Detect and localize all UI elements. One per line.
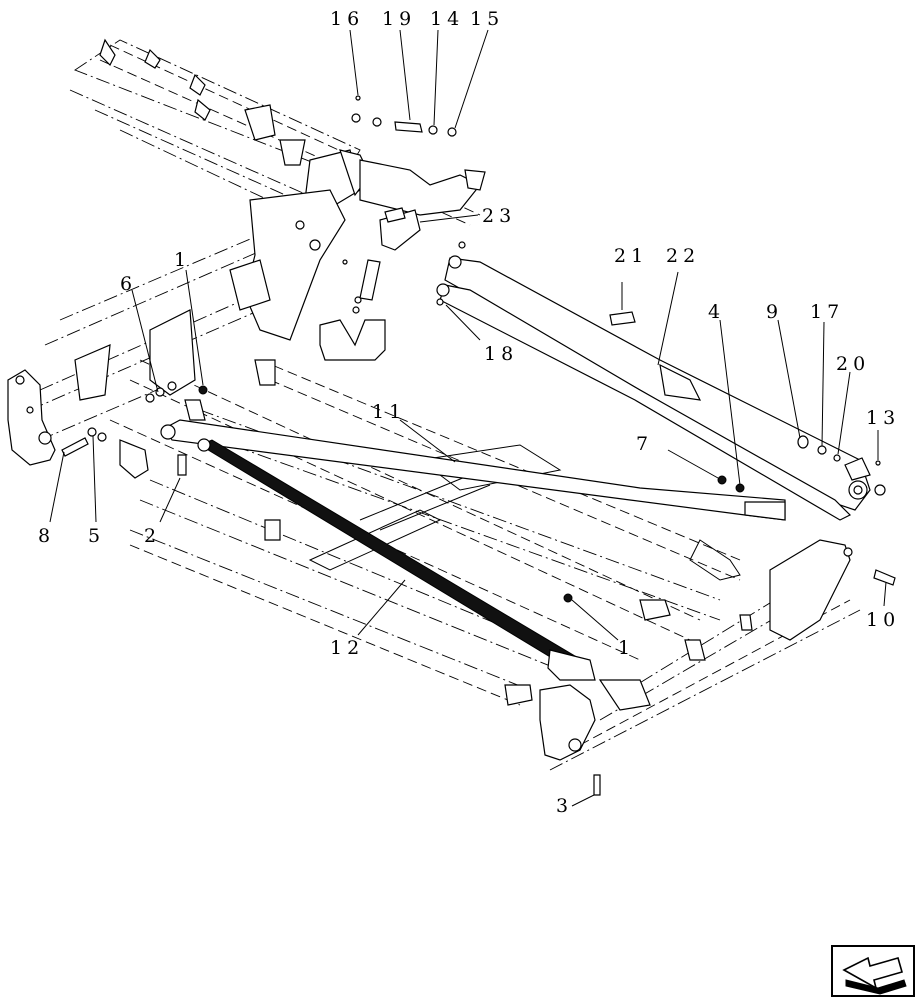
callout-21: 21 xyxy=(614,245,648,267)
part-22-wing-arm xyxy=(436,255,871,521)
callout-23: 23 xyxy=(482,205,516,227)
callout-6: 6 xyxy=(120,273,137,295)
center-hitch-bracket xyxy=(119,319,386,541)
page-nav-arrow-button[interactable] xyxy=(831,945,915,997)
part-21-decal xyxy=(609,311,636,326)
part-23-bracket xyxy=(379,207,421,251)
callout-5: 5 xyxy=(88,525,105,547)
right-front-casting xyxy=(504,539,853,761)
left-hitch-casting xyxy=(74,189,346,401)
callout-9: 9 xyxy=(766,301,783,323)
callout-20: 20 xyxy=(836,353,870,375)
callout-17: 17 xyxy=(810,301,844,323)
callout-13: 13 xyxy=(866,407,900,429)
arrow-icon xyxy=(842,956,907,995)
callout-4: 4 xyxy=(708,301,725,323)
callout-18: 18 xyxy=(484,343,518,365)
leader-lines xyxy=(49,29,887,807)
part-12-tie-bar xyxy=(197,438,596,681)
upper-rear-brackets xyxy=(99,38,486,216)
callout-15: 15 xyxy=(470,8,504,30)
callout-1-lower: 1 xyxy=(618,637,635,659)
left-end-casting xyxy=(7,369,56,466)
callout-16: 16 xyxy=(330,8,364,30)
callout-14: 14 xyxy=(430,8,464,30)
callout-2: 2 xyxy=(144,525,161,547)
callout-labels: 16 19 14 15 23 21 22 1 6 18 4 9 17 20 13… xyxy=(38,8,900,817)
callout-3: 3 xyxy=(556,795,573,817)
callout-22: 22 xyxy=(666,245,700,267)
callout-12: 12 xyxy=(330,637,364,659)
callout-11: 11 xyxy=(372,401,406,423)
callout-19: 19 xyxy=(382,8,416,30)
callout-1-upper: 1 xyxy=(174,249,191,271)
part-11-tie-bar xyxy=(160,419,786,521)
hardware-items xyxy=(61,95,896,796)
callout-8: 8 xyxy=(38,525,55,547)
callout-7: 7 xyxy=(636,433,653,455)
callout-10: 10 xyxy=(866,609,900,631)
